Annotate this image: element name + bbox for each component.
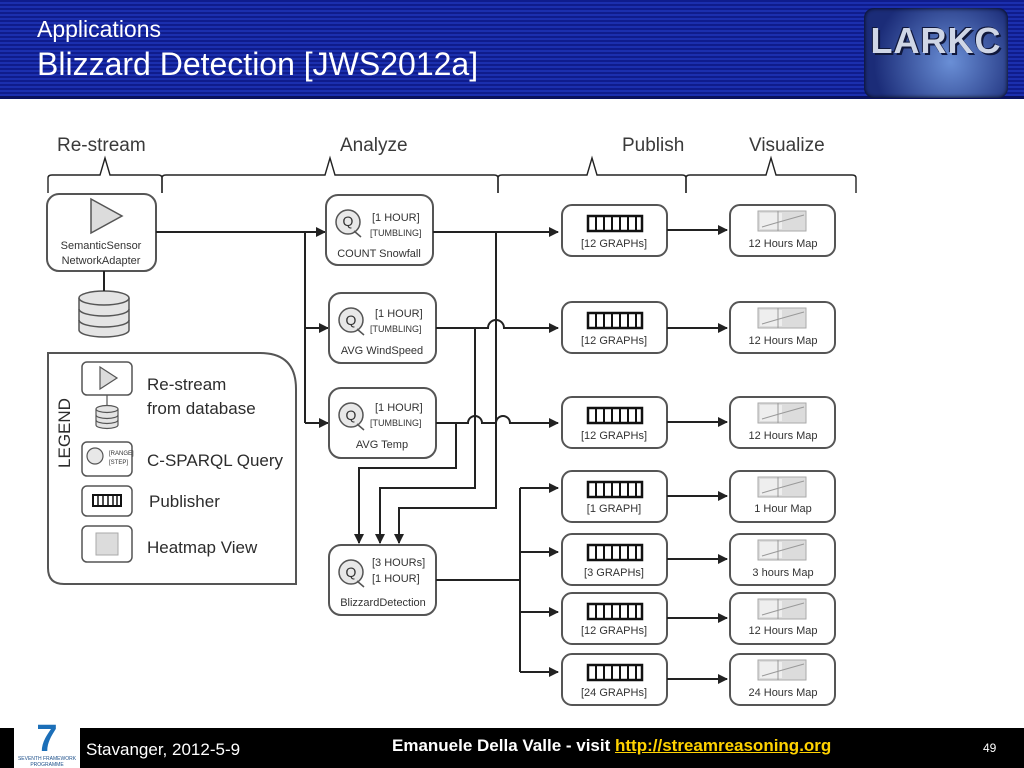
publisher-3-label: [12 GRAPHs] [581,430,647,442]
blizzard-label: BlizzardDetection [340,597,426,609]
publisher-node-2: [12 GRAPHs] [561,301,668,354]
legend-title: LEGEND [55,398,74,468]
query1-type: [TUMBLING] [370,228,422,238]
slide-title: Blizzard Detection [JWS2012a] [37,46,479,82]
sensor-adapter-node: SemanticSensor NetworkAdapter [46,193,157,272]
map-node-5: 3 hours Map [729,533,836,586]
flow-q3-to-pub3 [436,415,559,428]
query2-window: [1 HOUR] [375,308,423,320]
publisher-node-5: [3 GRAPHs] [561,533,668,586]
legend-query-range: [RANGE] [109,451,134,457]
query2-label: AVG WindSpeed [341,345,423,357]
map-node-6: 12 Hours Map [729,592,836,645]
query3-window: [1 HOUR] [375,402,423,414]
adapter-label-line1: SemanticSensor [61,240,142,252]
slide-footer [0,728,1024,768]
legend-publisher-label: Publisher [149,492,220,511]
adapter-label-line2: NetworkAdapter [62,255,141,267]
legend-restream-line2: from database [147,399,256,418]
publisher-node-7: [24 GRAPHs] [561,653,668,706]
query3-type: [TUMBLING] [370,418,422,428]
feed-snowfall-to-blizzard [394,232,497,544]
publisher-node-4: [1 GRAPH] [561,470,668,523]
map-3-label: 12 Hours Map [748,430,817,442]
legend-publisher-icon [92,494,122,507]
header-divider [0,96,1024,99]
play-icon [90,197,124,235]
query-node-temp: Q [1 HOUR] [TUMBLING] AVG Temp [328,387,437,459]
feed-windspeed-to-blizzard [375,328,476,544]
fp7-logo: 7 SEVENTH FRAMEWORK PROGRAMME [14,716,80,768]
blizzard-window: [3 HOURs] [372,557,425,569]
slide-supertitle: Applications [37,16,162,42]
map-2-label: 12 Hours Map [748,335,817,347]
query1-window: [1 HOUR] [372,212,420,224]
footer-date: Stavanger, 2012-5-9 [86,740,241,759]
brace-visualize [685,155,857,193]
feed-temp-to-blizzard [354,423,457,544]
query1-label: COUNT Snowfall [337,248,421,260]
map-4-label: 1 Hour Map [754,503,811,515]
publisher-5-label: [3 GRAPHs] [584,567,644,579]
publisher-1-label: [12 GRAPHs] [581,238,647,250]
map-node-3: 12 Hours Map [729,396,836,449]
database-icon [78,290,130,338]
map-7-label: 24 Hours Map [748,687,817,699]
publisher-6-label: [12 GRAPHs] [581,625,647,637]
map-node-1: 12 Hours Map [729,204,836,257]
legend-query-step: [STEP] [109,460,128,466]
blizzard-type: [1 HOUR] [372,573,420,585]
publisher-2-label: [12 GRAPHs] [581,335,647,347]
query-node-windspeed: Q [1 HOUR] [TUMBLING] AVG WindSpeed [328,292,437,364]
brace-publish [497,155,687,193]
larkc-logo-text: LARKC [870,20,1002,61]
map-node-4: 1 Hour Map [729,470,836,523]
map-6-label: 12 Hours Map [748,625,817,637]
publisher-7-label: [24 GRAPHs] [581,687,647,699]
section-analyze: Analyze [340,135,408,156]
brace-restream [47,155,163,193]
legend-query-label: C-SPARQL Query [147,451,284,470]
map-node-7: 24 Hours Map [729,653,836,706]
legend: LEGEND Re-stream from database [RANGE] [… [47,352,297,585]
map-5-label: 3 hours Map [752,567,813,579]
publisher-node-3: [12 GRAPHs] [561,396,668,449]
query-q-glyph: Q [346,564,357,580]
publisher-4-label: [1 GRAPH] [587,503,641,515]
map-node-2: 12 Hours Map [729,301,836,354]
publisher-node-6: [12 GRAPHs] [561,592,668,645]
footer-credit-text: Emanuele Della Valle - visit [392,736,615,755]
footer-credit: Emanuele Della Valle - visit http://stre… [392,736,831,756]
blizzard-diagram: Re-stream Analyze Publish Visualize Sema… [46,135,857,706]
brace-analyze [161,155,499,193]
query-q-glyph: Q [346,312,357,328]
legend-heatmap-icon [95,532,119,556]
legend-restream-line1: Re-stream [147,375,226,394]
query-node-snowfall: Q [1 HOUR] [TUMBLING] COUNT Snowfall [325,194,434,266]
legend-database-icon [95,404,119,430]
footer-link[interactable]: http://streamreasoning.org [615,736,832,755]
legend-heatmap-label: Heatmap View [147,538,258,557]
query-q-glyph: Q [346,407,357,423]
blizzard-detection-node: Q [3 HOURs] [1 HOUR] BlizzardDetection [328,544,437,616]
page-number: 49 [983,741,997,755]
query-q-glyph: Q [343,213,354,229]
slide-header [0,0,1024,97]
fp7-logo-caption: SEVENTH FRAMEWORK PROGRAMME [17,756,77,768]
larkc-logo: LARKC [864,8,1008,98]
section-publish: Publish [622,135,684,156]
query3-label: AVG Temp [356,439,408,451]
map-1-label: 12 Hours Map [748,238,817,250]
section-visualize: Visualize [749,135,825,156]
play-icon [99,365,119,391]
fp7-logo-number: 7 [36,718,58,760]
query2-type: [TUMBLING] [370,324,422,334]
section-restream: Re-stream [57,135,146,156]
legend-query-icon [86,447,104,465]
publisher-node-1: [12 GRAPHs] [561,204,668,257]
